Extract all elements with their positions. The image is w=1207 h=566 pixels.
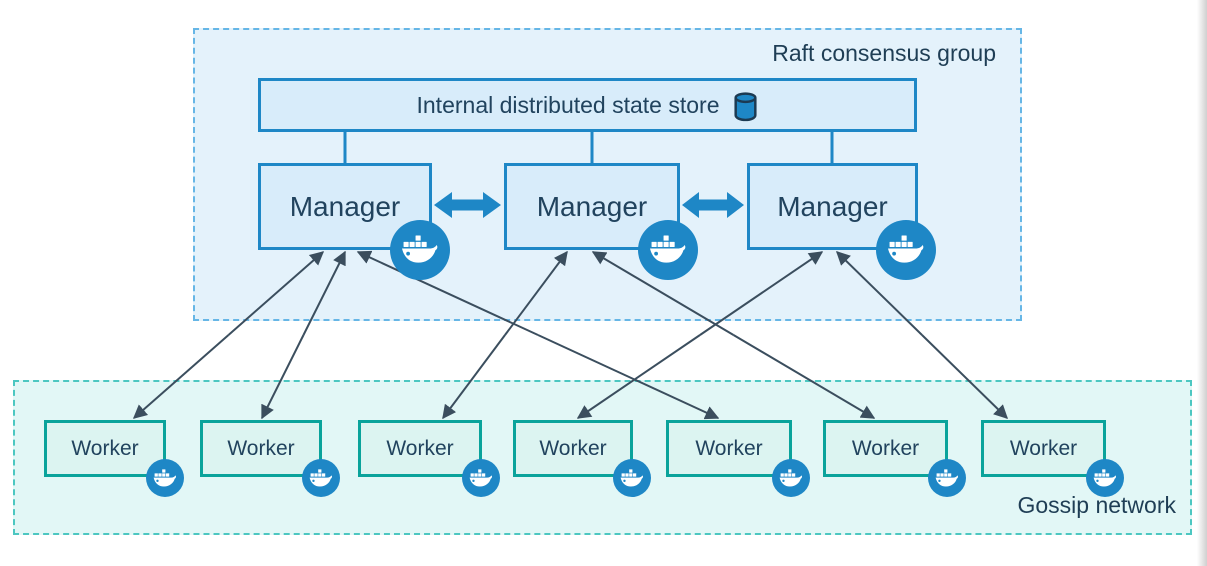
- docker-whale-glyph: [620, 468, 643, 487]
- worker-label: Worker: [539, 436, 607, 460]
- worker-box-4: Worker: [513, 420, 633, 477]
- docker-icon: [302, 459, 340, 497]
- docker-icon: [1086, 459, 1124, 497]
- manager-label: Manager: [536, 190, 648, 222]
- docker-whale-glyph: [650, 235, 686, 263]
- worker-label: Worker: [695, 436, 763, 460]
- docker-whale-glyph: [888, 235, 924, 263]
- worker-box-1: Worker: [44, 420, 166, 477]
- manager-label: Manager: [289, 190, 401, 222]
- worker-label: Worker: [386, 436, 454, 460]
- worker-label: Worker: [851, 436, 920, 460]
- docker-whale-glyph: [402, 235, 438, 263]
- docker-icon: [928, 459, 966, 497]
- worker-box-3: Worker: [358, 420, 482, 477]
- manager-label: Manager: [777, 190, 888, 222]
- page-edge-shade: [1197, 0, 1207, 566]
- state-store-box: Internal distributed state store: [258, 78, 917, 132]
- docker-icon: [772, 459, 810, 497]
- database-icon: [733, 91, 757, 121]
- worker-label: Worker: [71, 436, 139, 460]
- docker-icon: [876, 220, 936, 280]
- docker-icon: [146, 459, 184, 497]
- docker-icon: [638, 220, 698, 280]
- worker-box-7: Worker: [981, 420, 1106, 477]
- docker-whale-glyph: [1093, 468, 1116, 487]
- raft-group-label: Raft consensus group: [772, 40, 996, 66]
- docker-whale-glyph: [153, 468, 176, 487]
- worker-box-6: Worker: [823, 420, 948, 477]
- worker-label: Worker: [1009, 436, 1078, 460]
- docker-icon: [390, 220, 450, 280]
- docker-icon: [613, 459, 651, 497]
- worker-box-5: Worker: [666, 420, 792, 477]
- worker-label: Worker: [227, 436, 295, 460]
- docker-whale-glyph: [309, 468, 332, 487]
- docker-icon: [462, 459, 500, 497]
- docker-whale-glyph: [935, 468, 958, 487]
- docker-whale-glyph: [779, 468, 802, 487]
- worker-box-2: Worker: [200, 420, 322, 477]
- state-store-label: Internal distributed state store: [416, 91, 720, 118]
- docker-whale-glyph: [469, 468, 492, 487]
- gossip-network-label: Gossip network: [1017, 492, 1176, 518]
